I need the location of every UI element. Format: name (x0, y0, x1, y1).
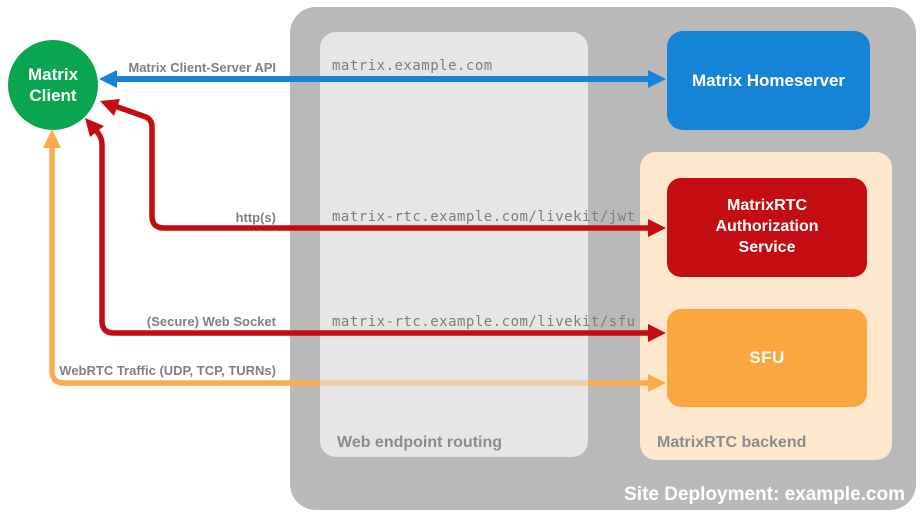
client-server-api-label: Matrix Client-Server API (128, 60, 276, 75)
matrixrtc-auth-service-label: MatrixRTC Authorization Service (715, 197, 819, 256)
matrix-client-label: Matrix Client (27, 64, 79, 105)
web-endpoint-routing-box (320, 32, 588, 457)
webrtc-traffic-label: WebRTC Traffic (UDP, TCP, TURNs) (59, 363, 276, 378)
endpoint-jwt-url: matrix-rtc.example.com/livekit/jwt (332, 209, 636, 225)
sfu-label: SFU (749, 348, 785, 367)
matrix-homeserver-node: Matrix Homeserver (667, 31, 870, 130)
web-socket-label: (Secure) Web Socket (146, 314, 276, 329)
matrixrtc-backend-label: MatrixRTC backend (657, 434, 807, 451)
sfu-node: SFU (667, 309, 867, 407)
web-endpoint-routing-label: Web endpoint routing (337, 434, 503, 451)
https-label: http(s) (235, 210, 276, 225)
endpoint-homeserver-url: matrix.example.com (332, 58, 493, 74)
endpoint-sfu-url: matrix-rtc.example.com/livekit/sfu (332, 314, 636, 330)
matrixrtc-auth-service-node: MatrixRTC Authorization Service (667, 178, 867, 277)
site-deployment-label: Site Deployment: example.com (624, 484, 905, 505)
matrix-homeserver-label: Matrix Homeserver (691, 70, 846, 90)
matrix-client-node: Matrix Client (8, 40, 98, 130)
